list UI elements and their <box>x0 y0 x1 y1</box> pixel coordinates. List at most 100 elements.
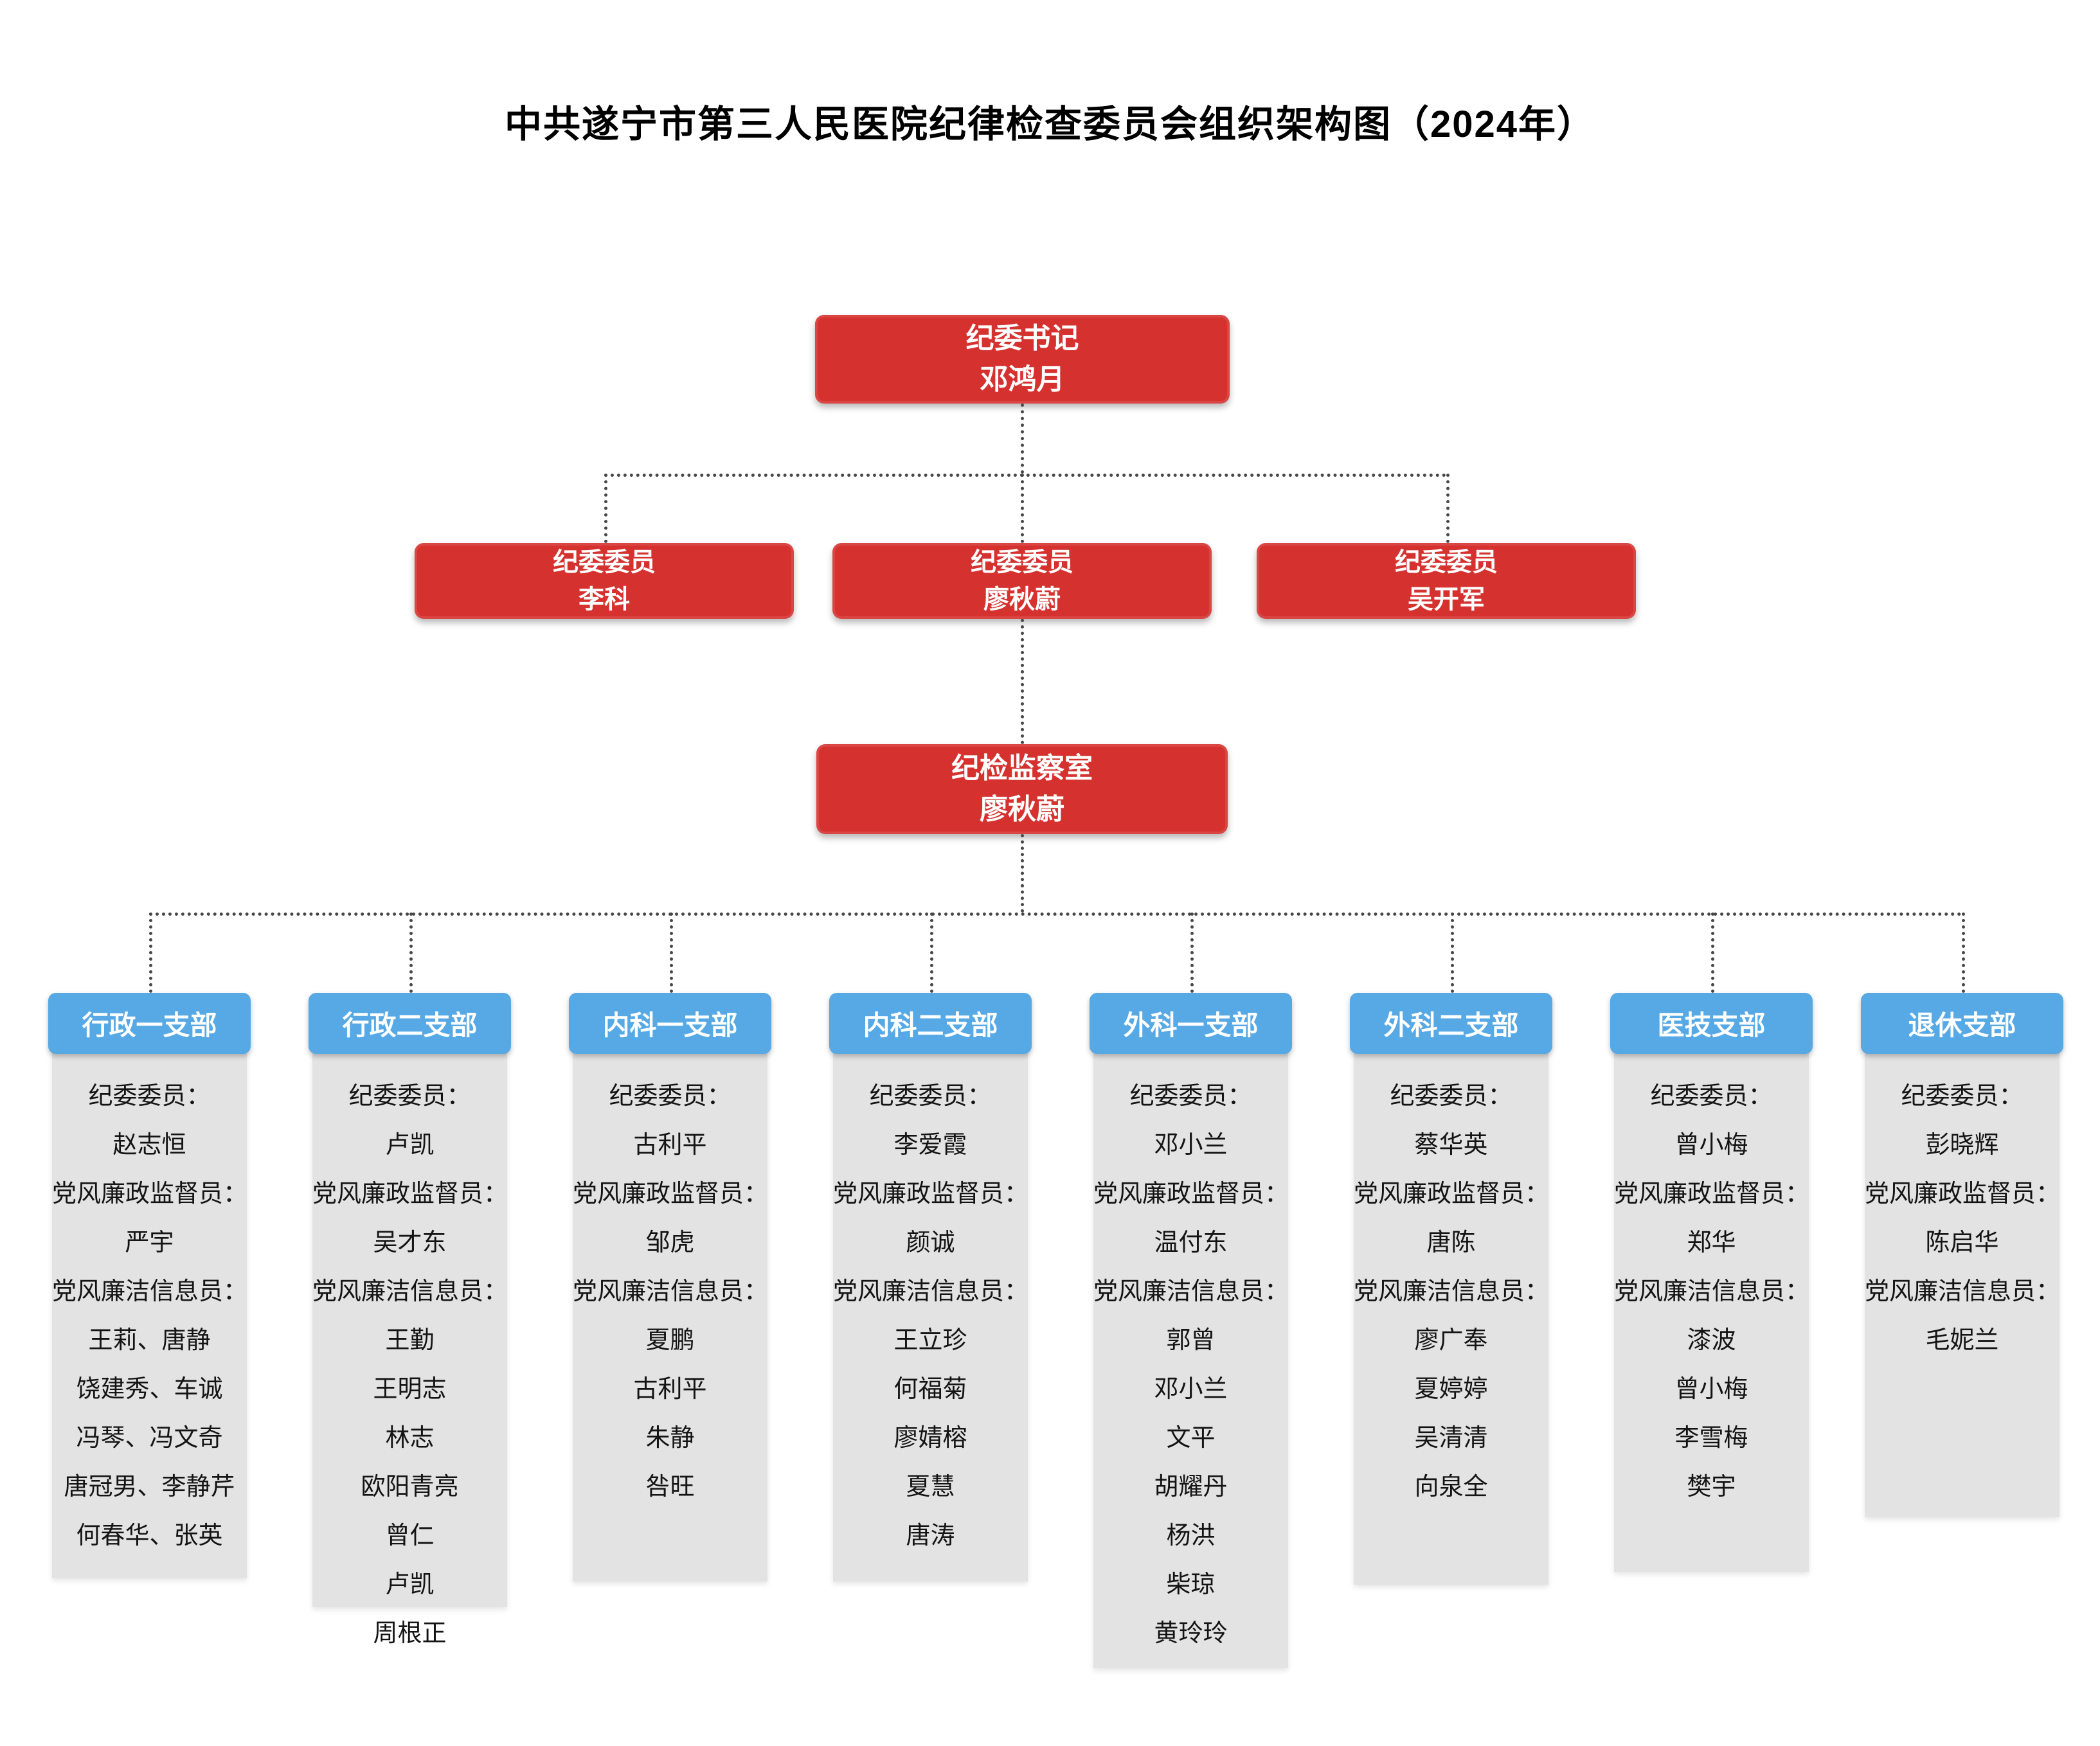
branch-role-label: 党风廉政监督员： <box>52 1180 248 1207</box>
branch-person-name: 唐陈 <box>1426 1229 1476 1256</box>
branch-person-name: 曾仁 <box>385 1522 435 1549</box>
node-office: 纪检监察室 廖秋蔚 <box>816 744 1228 834</box>
branch-person-name: 向泉全 <box>1414 1474 1488 1501</box>
branch-person-name: 李雪梅 <box>1674 1425 1748 1452</box>
branch-person-name: 欧阳青亮 <box>361 1474 459 1501</box>
node-name: 廖秋蔚 <box>983 585 1061 614</box>
connector-line <box>1190 913 1194 993</box>
branch-person-name: 胡耀丹 <box>1154 1474 1228 1501</box>
branch-person-name: 朱静 <box>645 1425 695 1452</box>
node-role: 纪委委员 <box>553 548 656 576</box>
connector-line <box>1451 913 1454 993</box>
connector-line <box>1711 913 1714 993</box>
connector-line <box>604 474 607 543</box>
branch-role-label: 党风廉政监督员： <box>1354 1180 1550 1207</box>
branch-person-name: 夏婷婷 <box>1414 1376 1488 1403</box>
branch-role-label: 党风廉洁信息员： <box>52 1278 248 1305</box>
connector-line <box>930 913 933 993</box>
branch-person-name: 何福菊 <box>893 1376 967 1403</box>
branch-person-name: 饶建秀、车诚 <box>76 1376 223 1403</box>
branch-person-name: 文平 <box>1166 1425 1216 1452</box>
connector-line <box>1021 619 1024 744</box>
branch-role-label: 纪委委员： <box>869 1083 992 1110</box>
node-role: 纪委委员 <box>1395 548 1498 576</box>
node-name: 邓鸿月 <box>980 364 1065 395</box>
branch-person-name: 邹虎 <box>645 1229 695 1256</box>
branch-person-name: 王明志 <box>373 1376 447 1403</box>
branch-person-name: 夏慧 <box>906 1474 955 1501</box>
connector-line <box>1962 913 1965 993</box>
branch-column-6: 外科二支部纪委委员：蔡华英党风廉政监督员：唐陈党风廉洁信息员：廖广奉夏婷婷吴清清… <box>1350 993 1552 1585</box>
branch-person-name: 赵志恒 <box>112 1132 186 1159</box>
branch-person-name: 严宇 <box>125 1229 174 1256</box>
connector-line <box>149 913 152 993</box>
branch-role-label: 党风廉洁信息员： <box>1614 1278 1810 1305</box>
branch-column-7: 医技支部纪委委员：曾小梅党风廉政监督员：郑华党风廉洁信息员：漆波曾小梅李雪梅樊宇 <box>1610 993 1813 1572</box>
branch-person-name: 樊宇 <box>1687 1474 1736 1501</box>
branch-role-label: 纪委委员： <box>1650 1083 1773 1110</box>
page-title: 中共遂宁市第三人民医院纪律检查委员会组织架构图（2024年） <box>504 103 1596 145</box>
branch-person-name: 卢凯 <box>385 1132 435 1159</box>
branch-person-name: 唐冠男、李静芹 <box>64 1474 235 1501</box>
node-role: 纪委书记 <box>965 323 1079 355</box>
branch-body: 纪委委员：彭晓辉党风廉政监督员：陈启华党风廉洁信息员：毛妮兰 <box>1865 1051 2060 1517</box>
branch-role-label: 党风廉洁信息员： <box>1093 1278 1289 1305</box>
branch-role-label: 党风廉政监督员： <box>1614 1180 1810 1207</box>
connector-line <box>409 913 413 993</box>
branch-person-name: 冯琴、冯文奇 <box>76 1425 223 1452</box>
node-role: 纪检监察室 <box>951 753 1093 785</box>
branch-body: 纪委委员：赵志恒党风廉政监督员：严宇党风廉洁信息员：王莉、唐静饶建秀、车诚冯琴、… <box>52 1051 247 1578</box>
branch-person-name: 吴清清 <box>1414 1425 1488 1452</box>
connector-line <box>1446 474 1449 543</box>
branch-person-name: 颜诚 <box>906 1229 955 1256</box>
branch-person-name: 卢凯 <box>385 1571 435 1598</box>
branch-role-label: 党风廉洁信息员： <box>833 1278 1029 1305</box>
branch-person-name: 王莉、唐静 <box>88 1327 211 1354</box>
branch-header: 行政一支部 <box>48 993 251 1054</box>
branch-role-label: 党风廉政监督员： <box>312 1180 508 1207</box>
branch-person-name: 漆波 <box>1687 1327 1736 1354</box>
node-name: 李科 <box>579 585 630 614</box>
branch-person-name: 古利平 <box>633 1376 707 1403</box>
branch-person-name: 郭曾 <box>1166 1327 1216 1354</box>
branch-header: 内科一支部 <box>569 993 771 1054</box>
branch-column-3: 内科一支部纪委委员：古利平党风廉政监督员：邹虎党风廉洁信息员：夏鹏古利平朱静咎旺 <box>569 993 771 1581</box>
branch-person-name: 温付东 <box>1154 1229 1228 1256</box>
branch-person-name: 唐涛 <box>906 1522 955 1549</box>
branch-role-label: 党风廉政监督员： <box>1093 1180 1289 1207</box>
branch-body: 纪委委员：蔡华英党风廉政监督员：唐陈党风廉洁信息员：廖广奉夏婷婷吴清清向泉全 <box>1354 1051 1550 1585</box>
branch-header: 外科一支部 <box>1090 993 1292 1054</box>
branch-role-label: 党风廉洁信息员： <box>312 1278 508 1305</box>
branch-person-name: 柴琼 <box>1166 1571 1216 1598</box>
node-secretary: 纪委书记 邓鸿月 <box>815 315 1230 404</box>
branch-header: 医技支部 <box>1610 993 1813 1054</box>
connector-line <box>670 913 673 993</box>
branch-column-4: 内科二支部纪委委员：李爱霞党风廉政监督员：颜诚党风廉洁信息员：王立珍何福菊廖婧榕… <box>829 993 1032 1581</box>
branch-column-2: 行政二支部纪委委员：卢凯党风廉政监督员：吴才东党风廉洁信息员：王勤王明志林志欧阳… <box>309 993 511 1647</box>
connector-line <box>149 913 1962 916</box>
branch-person-name: 曾小梅 <box>1674 1132 1748 1159</box>
branch-header: 内科二支部 <box>829 993 1032 1054</box>
node-member-2: 纪委委员 廖秋蔚 <box>832 543 1212 619</box>
branch-person-name: 廖婧榕 <box>893 1425 967 1452</box>
connector-line <box>1021 474 1024 543</box>
branch-person-name: 王立珍 <box>893 1327 967 1354</box>
branch-person-name: 毛妮兰 <box>1925 1327 1999 1354</box>
branch-header: 退休支部 <box>1861 993 2063 1054</box>
branch-person-name: 林志 <box>385 1425 435 1452</box>
node-role: 纪委委员 <box>971 548 1073 576</box>
branch-person-name: 王勤 <box>385 1327 435 1354</box>
branch-person-name: 曾小梅 <box>1674 1376 1748 1403</box>
branch-person-name: 邓小兰 <box>1154 1376 1228 1403</box>
connector-line <box>604 474 1446 477</box>
branch-person-name: 杨洪 <box>1166 1522 1216 1549</box>
branch-role-label: 纪委委员： <box>348 1083 471 1110</box>
connector-line <box>1021 404 1024 474</box>
branch-person-name: 黄玲玲 <box>1154 1620 1228 1647</box>
branch-person-name: 吴才东 <box>373 1229 447 1256</box>
branch-body: 纪委委员：卢凯党风廉政监督员：吴才东党风廉洁信息员：王勤王明志林志欧阳青亮曾仁卢… <box>312 1051 508 1647</box>
branch-person-name: 陈启华 <box>1925 1229 1999 1256</box>
branch-column-8: 退休支部纪委委员：彭晓辉党风廉政监督员：陈启华党风廉洁信息员：毛妮兰 <box>1861 993 2063 1517</box>
branch-column-1: 行政一支部纪委委员：赵志恒党风廉政监督员：严宇党风廉洁信息员：王莉、唐静饶建秀、… <box>48 993 251 1578</box>
